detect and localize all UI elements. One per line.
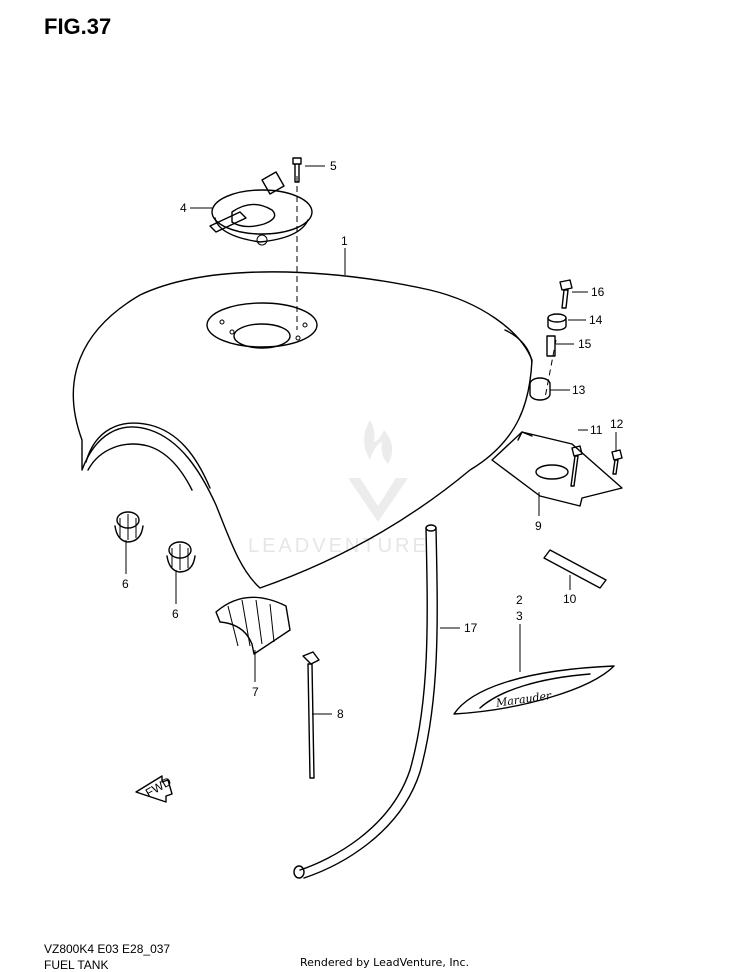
section-name: FUEL TANK [44, 958, 109, 972]
emblem-logo-text: Marauder [494, 689, 553, 710]
rear-mount-collar [547, 313, 567, 331]
callout-4: 4 [180, 201, 187, 215]
bracket-bolt-12 [611, 449, 623, 475]
rubber-strip [543, 549, 607, 589]
cable-tie [302, 651, 320, 779]
callout-15: 15 [578, 337, 592, 351]
callout-numbers: 1 2 3 4 5 6 6 7 8 9 10 11 12 13 14 15 16… [122, 159, 624, 721]
callout-8: 8 [337, 707, 344, 721]
callout-12: 12 [610, 417, 624, 431]
callout-16: 16 [591, 285, 605, 299]
callout-6a: 6 [122, 577, 129, 591]
render-credit: Rendered by LeadVenture, Inc. [300, 956, 470, 969]
tank-cushion-lower [166, 541, 196, 573]
tank-emblem: Marauder [453, 665, 615, 715]
forward-direction-arrow: FWD [135, 774, 174, 803]
callout-5: 5 [330, 159, 337, 173]
fuel-tank-body [72, 271, 533, 589]
callout-1: 1 [341, 234, 348, 248]
fuel-cap-assembly [209, 171, 313, 246]
callout-13: 13 [572, 383, 586, 397]
callout-14: 14 [589, 313, 603, 327]
diagram-reference-code: VZ800K4 E03 E28_037 [44, 942, 171, 956]
rear-mount-cushion [529, 377, 551, 401]
drain-hose [293, 524, 438, 879]
callout-7: 7 [252, 685, 259, 699]
callout-6b: 6 [172, 607, 179, 621]
watermark-logo: LEADVENTURE [248, 420, 429, 557]
callout-9: 9 [535, 519, 542, 533]
rear-mount-bolt [559, 279, 573, 309]
leader-lines [125, 165, 617, 715]
callout-2: 2 [516, 593, 523, 607]
callout-10: 10 [563, 592, 577, 606]
tank-rear-bracket [491, 431, 623, 507]
tank-boot [215, 596, 291, 655]
callout-11: 11 [590, 423, 603, 437]
watermark-text: LEADVENTURE [248, 535, 429, 557]
callout-3: 3 [516, 609, 523, 623]
fwd-label: FWD [143, 774, 174, 800]
bracket-bolt-11 [570, 445, 583, 487]
tank-cushion-upper [114, 511, 144, 543]
cap-screw [292, 157, 302, 183]
rear-mount-spacer [546, 335, 556, 357]
figure-title: FIG.37 [44, 14, 112, 39]
callout-17: 17 [464, 621, 478, 635]
